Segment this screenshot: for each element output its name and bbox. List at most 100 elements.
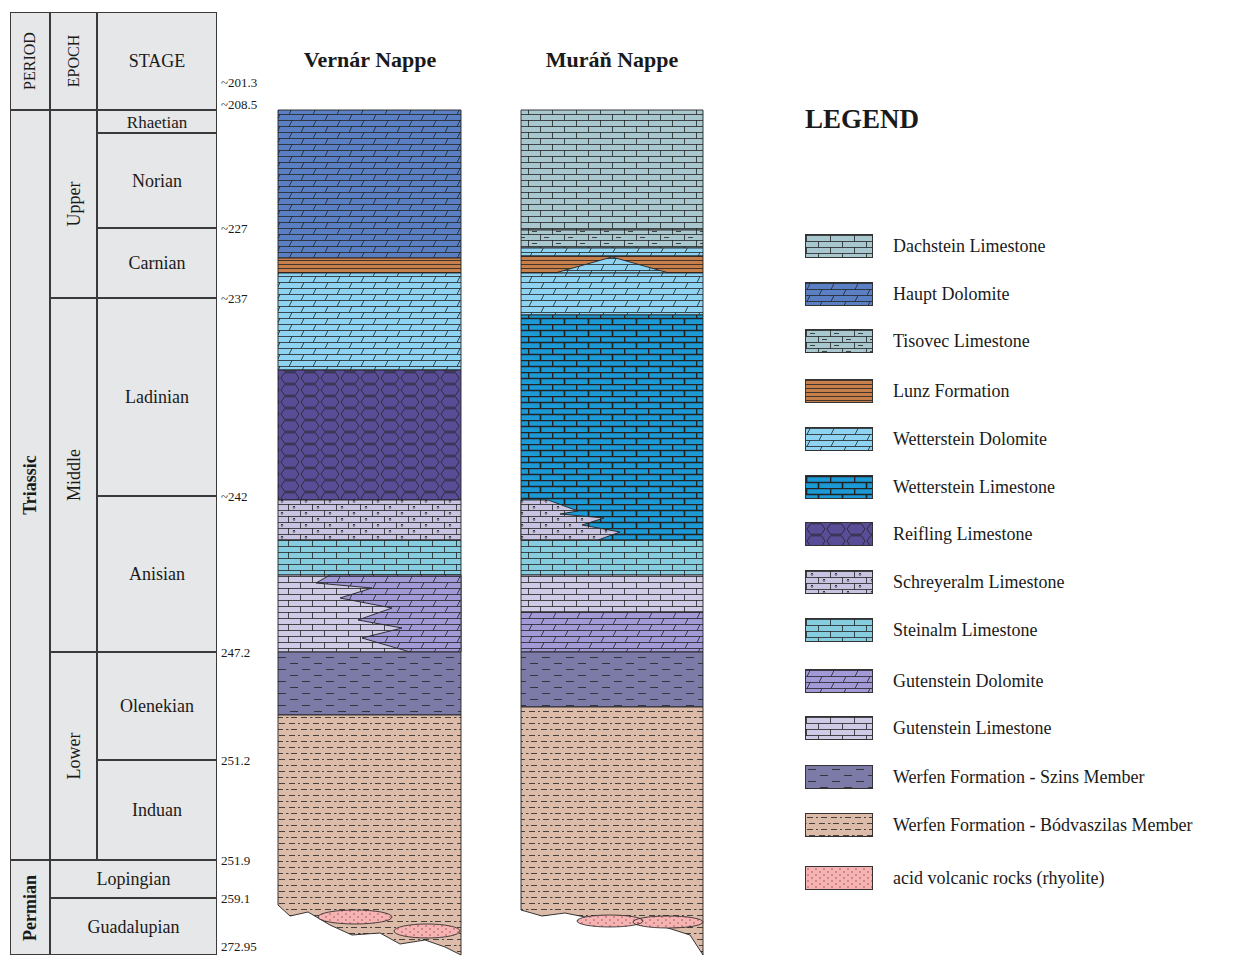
legend-text: Schreyeralm Limestone: [893, 573, 1064, 591]
strata-layers: [278, 110, 703, 955]
table-cell: Middle: [50, 298, 97, 652]
layer-pattern: [278, 370, 461, 500]
layer-fill: [521, 315, 703, 540]
age-number: 259.1: [221, 892, 250, 905]
layer-fill: [521, 540, 703, 575]
swatch-pattern: [806, 619, 872, 641]
age-number: ~208.5: [221, 98, 257, 111]
layer-pattern: [521, 230, 703, 248]
rock-layer: [521, 540, 703, 575]
table-cell: Carnian: [97, 228, 217, 298]
swatch-pattern: [806, 523, 872, 545]
legend-swatch: [805, 765, 873, 789]
cell-text: Carnian: [129, 254, 186, 272]
layer-fill: [316, 575, 461, 652]
age-number: ~201.3: [221, 76, 257, 89]
swatch-pattern: [806, 814, 872, 836]
legend-swatch: [805, 522, 873, 546]
table-cell: Ladinian: [97, 298, 217, 496]
rock-layer: [278, 500, 461, 540]
rhyolite-lens: [394, 924, 460, 938]
layer-fill: [278, 540, 461, 575]
layer-pattern: [278, 652, 461, 715]
rock-layer: [278, 715, 461, 955]
legend-text: acid volcanic rocks (rhyolite): [893, 869, 1104, 887]
rock-layer: [278, 575, 461, 652]
layer-pattern: [278, 258, 461, 273]
layer-pattern: [555, 257, 669, 273]
rock-layer: [555, 257, 669, 273]
rock-layer: [316, 575, 461, 652]
swatch-pattern: [806, 283, 872, 305]
layer-pattern: [278, 500, 461, 540]
table-cell: Anisian: [97, 496, 217, 652]
cell-text: Induan: [132, 801, 182, 819]
layer-pattern: [278, 575, 461, 652]
table-cell: STAGE: [97, 12, 217, 110]
legend-swatch: [805, 234, 873, 258]
layer-fill: [278, 110, 461, 258]
layer-fill: [521, 256, 703, 273]
layer-fill: [521, 273, 703, 315]
layer-fill: [278, 273, 461, 370]
layer-pattern: [521, 500, 620, 540]
rock-layer: [521, 652, 703, 707]
rock-layer: [521, 612, 703, 652]
cell-text: Permian: [21, 875, 39, 941]
rhyolite-lens: [394, 924, 460, 938]
age-number: 247.2: [221, 646, 250, 659]
cell-text: Anisian: [129, 565, 185, 583]
cell-text: STAGE: [129, 52, 186, 70]
layer-fill: [521, 230, 703, 248]
rock-layer: [521, 315, 703, 540]
table-cell: EPOCH: [50, 12, 97, 110]
legend-swatch: [805, 813, 873, 837]
rock-layer: [521, 248, 703, 256]
legend-swatch: [805, 282, 873, 306]
legend-text: Lunz Formation: [893, 382, 1009, 400]
legend-text: Gutenstein Limestone: [893, 719, 1051, 737]
table-cell: Lower: [50, 652, 97, 860]
cell-text: EPOCH: [66, 35, 82, 87]
legend-text: Werfen Formation - Bódvaszilas Member: [893, 816, 1192, 834]
cell-text: Norian: [132, 172, 182, 190]
table-cell: Permian: [10, 860, 50, 955]
layer-pattern: [521, 315, 703, 540]
legend-text: Wetterstein Dolomite: [893, 430, 1047, 448]
legend-text: Gutenstein Dolomite: [893, 672, 1043, 690]
rhyolite-lens: [318, 910, 392, 924]
rock-layer: [521, 500, 620, 540]
layer-fill: [521, 500, 620, 540]
layer-fill: [521, 652, 703, 707]
rock-layer: [521, 256, 703, 273]
cell-text: Upper: [65, 182, 83, 227]
rock-layer: [278, 110, 461, 258]
swatch-pattern: [806, 571, 872, 593]
layer-pattern: [521, 256, 703, 273]
legend-swatch: [805, 618, 873, 642]
rock-layer: [278, 652, 461, 715]
age-number: 251.9: [221, 854, 250, 867]
rhyolite-lenses: [318, 910, 703, 938]
legend-text: Steinalm Limestone: [893, 621, 1037, 639]
swatch-pattern: [806, 670, 872, 692]
column-title: Muráň Nappe: [546, 49, 679, 71]
rock-layer: [278, 540, 461, 575]
table-cell: Olenekian: [97, 652, 217, 760]
swatch-pattern: [806, 330, 872, 352]
table-cell: Induan: [97, 760, 217, 860]
table-cell: Guadalupian: [50, 898, 217, 955]
legend-title: LEGEND: [805, 106, 919, 133]
rock-layer: [521, 707, 703, 955]
layer-pattern: [521, 273, 703, 315]
swatch-pattern: [806, 476, 872, 498]
swatch-pattern: [806, 867, 872, 889]
swatch-pattern: [806, 380, 872, 402]
layer-fill: [278, 258, 461, 273]
layer-pattern: [521, 110, 703, 230]
legend-swatch: [805, 866, 873, 890]
layer-fill: [521, 707, 703, 955]
layer-pattern: [316, 575, 461, 652]
swatch-pattern: [806, 428, 872, 450]
rock-layer: [278, 370, 461, 500]
